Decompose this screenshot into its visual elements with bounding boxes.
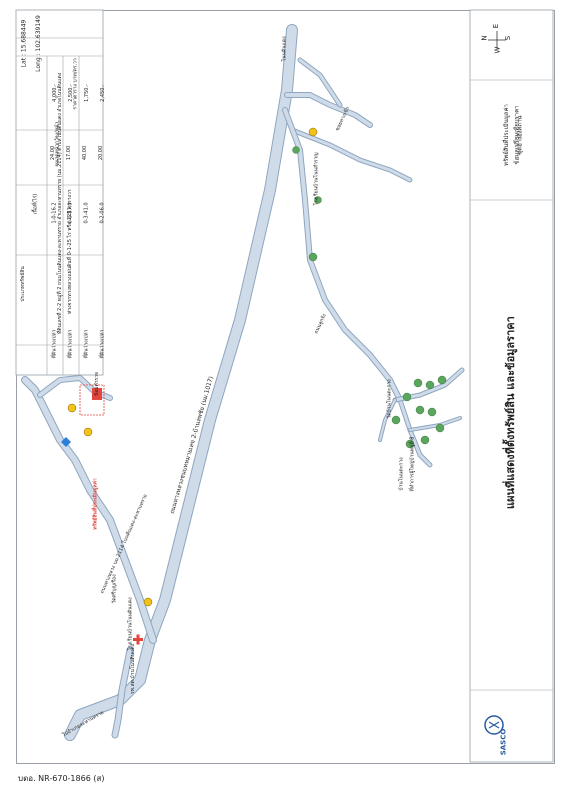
school-label: โรงเรียนบ้านโนนดินแดง [127, 597, 134, 651]
hospital-label: รพ.สต.บ้านโนนดินแดง [129, 644, 136, 694]
markers [61, 127, 447, 645]
comparable-1-marker [143, 597, 153, 607]
table-row-1-price: 4,000.- [51, 84, 58, 102]
compass-icon [488, 31, 506, 49]
bottom-band [469, 9, 554, 763]
table-row-3-price: 1,750.- [83, 84, 90, 102]
temple-label: วัดศรีบุญเรือง [111, 574, 118, 604]
company-logo [484, 715, 504, 735]
table-row-2-price: 2,500.- [67, 84, 74, 102]
school-north-label: โรงเรียนบ้านโนนสำราญ [313, 152, 320, 206]
comparable-4-marker [308, 127, 318, 137]
table-row-4-type: ที่ดินว่างเปล่า [99, 329, 106, 359]
compass-w: W [493, 46, 502, 54]
document-reference: บตอ. NR-670-1866 (ส) [18, 774, 105, 783]
village-office-label: ที่ทำการผู้ใหญ่บ้านหมู่ที่ 8 [409, 436, 416, 492]
table-row-2-frontage: 17.00 [66, 145, 73, 161]
table-row-2-type: ที่ดินว่างเปล่า [67, 329, 74, 359]
road-north-label-b: โนนดินแดง [281, 36, 288, 62]
compass-e: E [492, 23, 501, 29]
info-panel [15, 9, 104, 376]
village-temple-label: วัดบ้านโนนตะกาง [386, 379, 393, 419]
table-row-4-area: 0-2-06.0 [99, 202, 106, 224]
table-row-1-area: 1-0-16.2 [51, 202, 58, 224]
coord-lat: Lat : 15.688449 [20, 19, 28, 68]
table-row-4-price: 2,450.- [99, 84, 106, 102]
compass-n: N [480, 35, 489, 41]
village-label: บ้านโนนตะกาง [398, 457, 405, 491]
comparable-3-marker [67, 403, 77, 413]
company-name: SASCO [499, 728, 508, 756]
subject-label: ทรัพย์สินที่ประเมินมูลค่า [92, 478, 99, 530]
legend-subject: ทรัพย์สินที่ประเมินมูลค่า [502, 104, 510, 166]
coord-long: Long : 102.639149 [34, 15, 42, 72]
table-row-3-area: 0-3-41.0 [83, 202, 90, 224]
tree-icons [292, 146, 447, 449]
hospital-icon [133, 634, 143, 645]
table-row-4-frontage: 20.00 [98, 145, 105, 161]
table-row-3-frontage: 40.00 [82, 145, 89, 161]
compass-s: S [504, 35, 513, 41]
comparable-2-marker [83, 427, 93, 437]
table-header-type: ประเภททรัพย์สิน [19, 266, 26, 302]
map-frame [16, 10, 555, 764]
table-header-area: เนื้อที่(ไร่) [32, 193, 39, 215]
map-title: แผนที่แสดงที่ตั้งทรัพย์สิน และข้อมูลราคา [504, 316, 517, 509]
property-note-1: ที่ดินเลขที่ 2-2 หมู่ที่ 2 ถนนโนนดินแดง-… [57, 72, 63, 334]
table-row-3-type: ที่ดินว่างเปล่า [83, 329, 90, 359]
landmark-marker [61, 437, 71, 447]
table-row-1-frontage: 24.00 [50, 145, 57, 161]
table-row-1-type: ที่ดินว่างเปล่า [51, 329, 58, 359]
table-row-2-area: 0-0-87.0 [67, 202, 74, 224]
police-label: ป้อมตำรวจ [93, 372, 100, 396]
subject-marker [92, 388, 102, 400]
legend-landmark: จุดอ้างอิงสถาน [516, 115, 524, 155]
